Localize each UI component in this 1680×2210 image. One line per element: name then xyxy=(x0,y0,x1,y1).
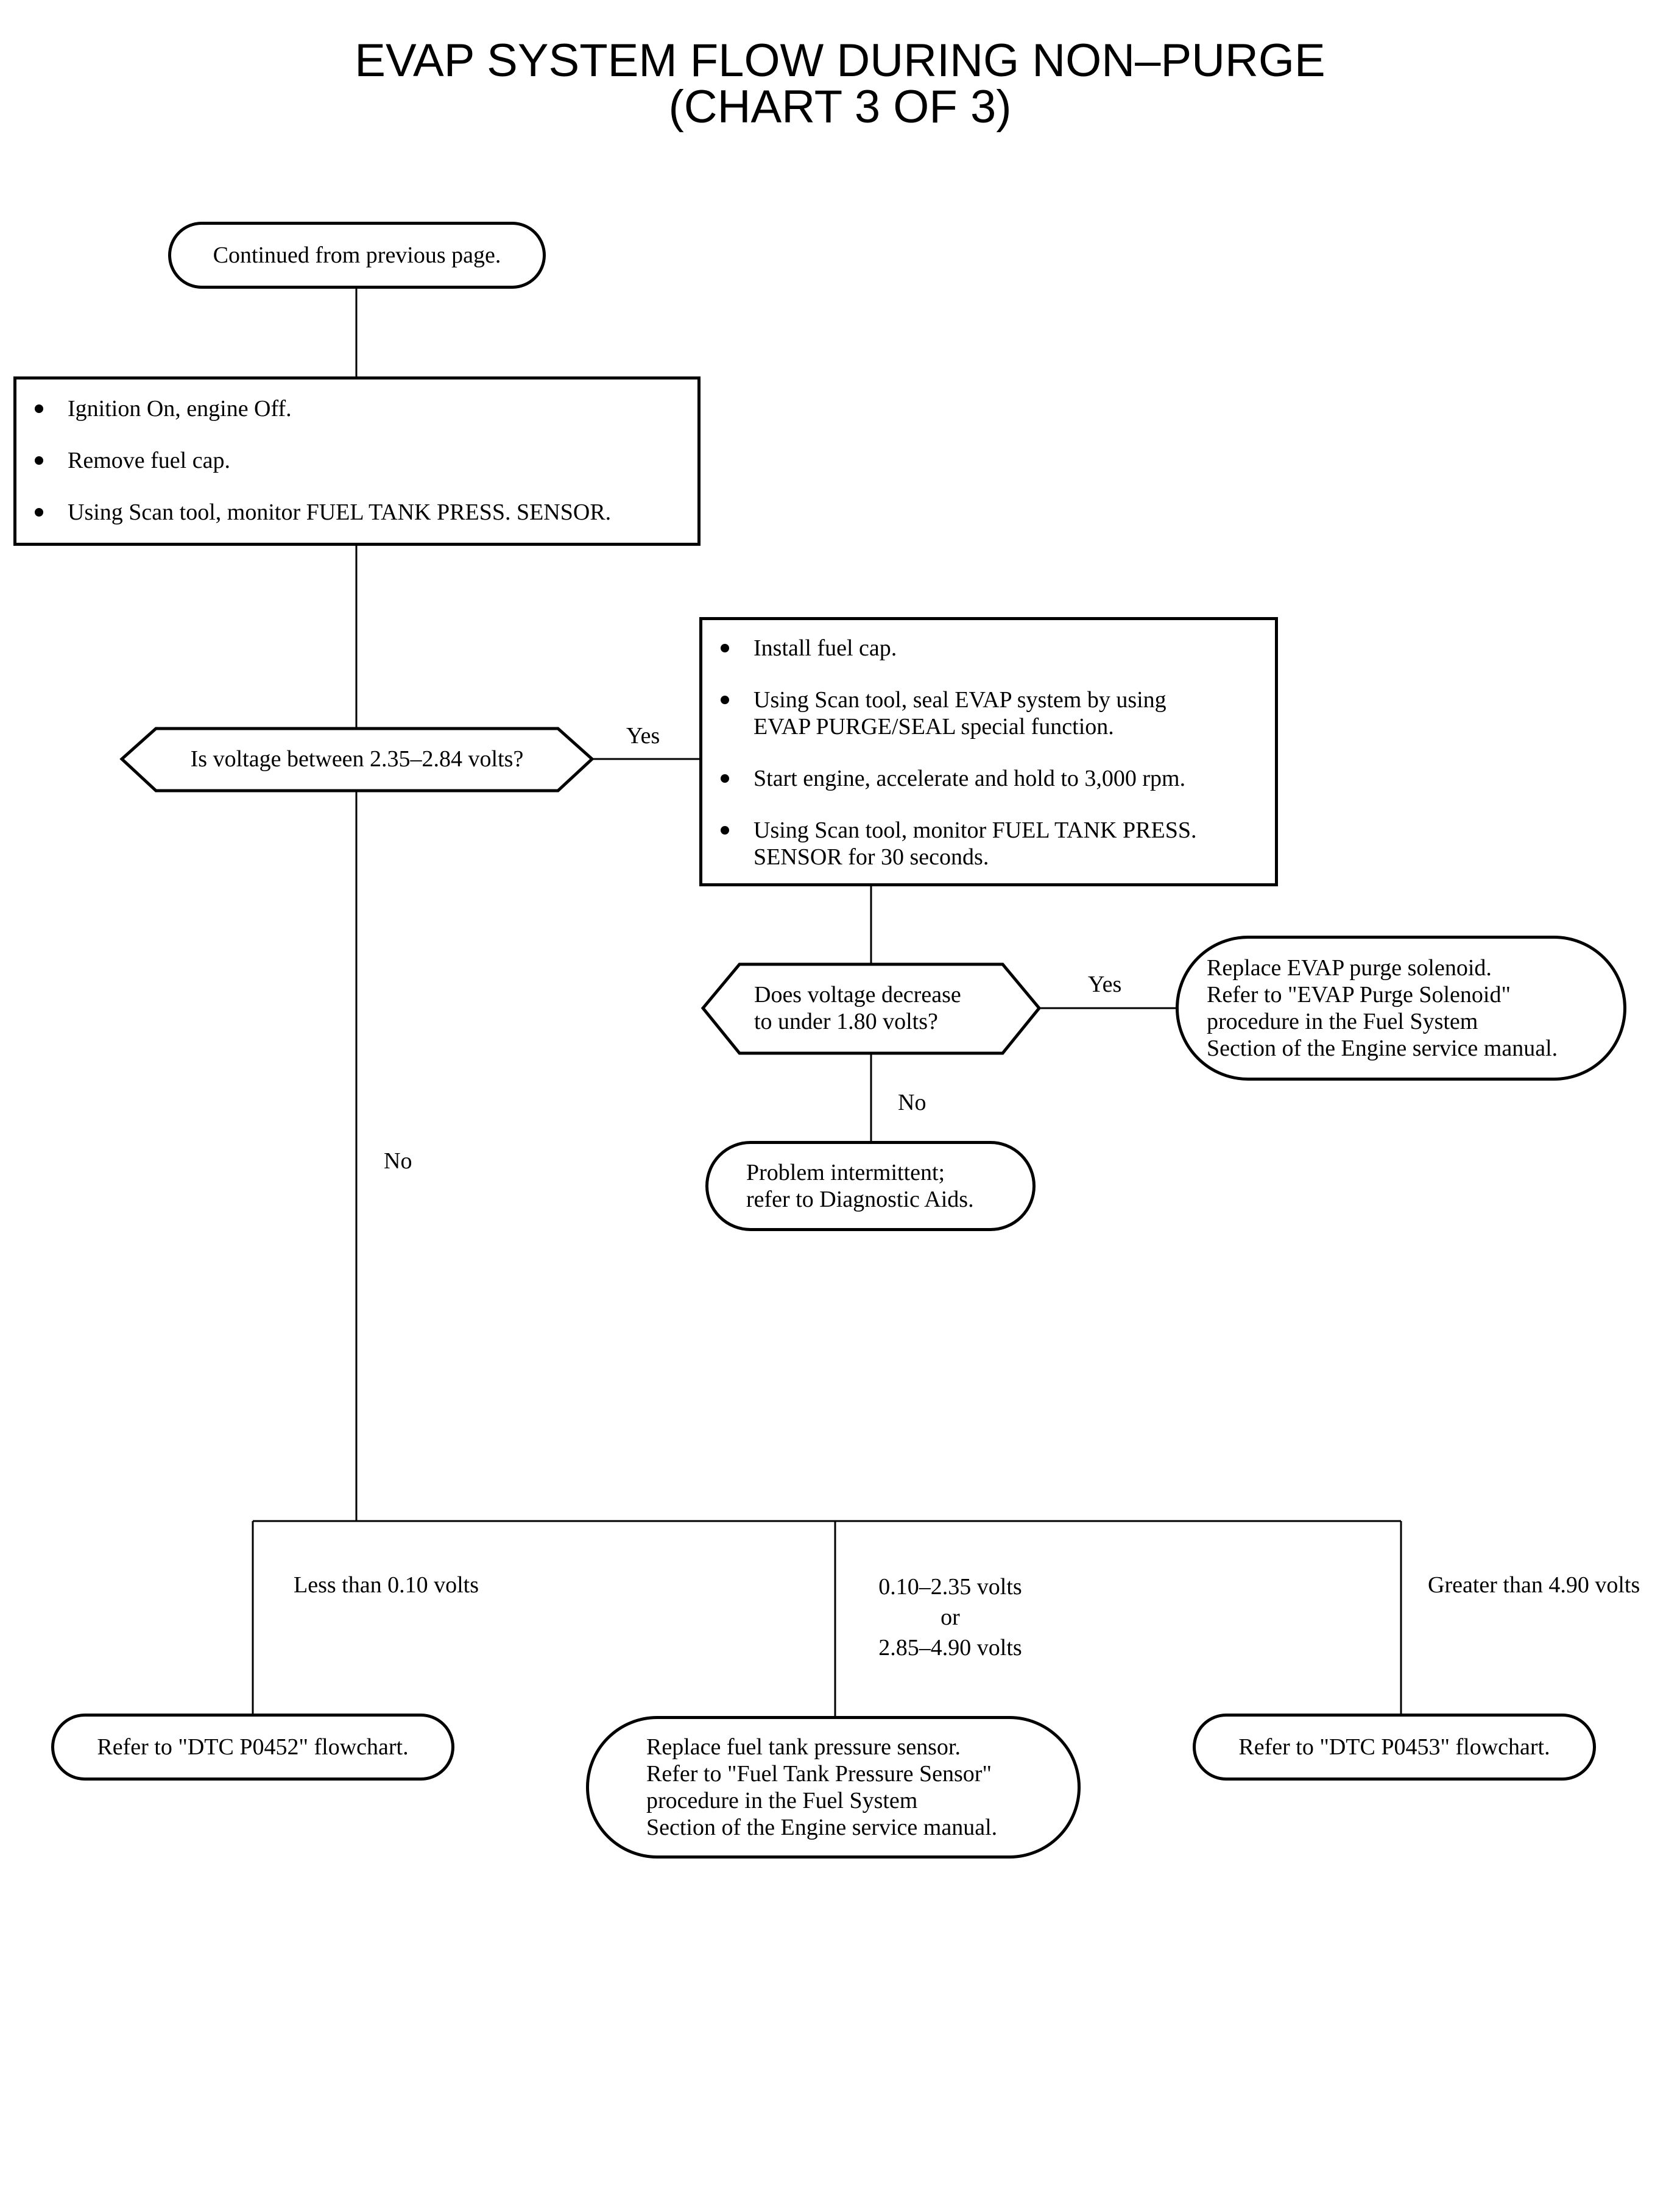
chart-title: EVAP SYSTEM FLOW DURING NON–PURGE xyxy=(355,35,1325,86)
decision1-text: Is voltage between 2.35–2.84 volts? xyxy=(190,746,524,772)
result-purge-line: procedure in the Fuel System xyxy=(1207,1009,1478,1034)
result-purge-line: Replace EVAP purge solenoid. xyxy=(1207,955,1492,981)
step2-item-line: Using Scan tool, seal EVAP system by usi… xyxy=(754,687,1166,713)
decision2-yes-label: Yes xyxy=(1088,972,1122,997)
result-mid-line: Refer to "Fuel Tank Pressure Sensor" xyxy=(646,1761,992,1787)
result-purge-solenoid: Replace EVAP purge solenoid. Refer to "E… xyxy=(1176,936,1626,1081)
start-node: Continued from previous page. xyxy=(168,222,546,289)
branch-mid-label: 0.10–2.35 volts or 2.85–4.90 volts xyxy=(841,1572,1060,1663)
decision2-text: Does voltage decrease to under 1.80 volt… xyxy=(754,981,961,1035)
result-mid-line: Replace fuel tank pressure sensor. xyxy=(646,1734,961,1760)
result-intermittent: Problem intermittent; refer to Diagnosti… xyxy=(705,1141,1036,1231)
result-purge-line: Section of the Engine service manual. xyxy=(1207,1036,1558,1061)
step2-item: Install fuel cap. xyxy=(702,635,1275,662)
branch-mid-line: or xyxy=(941,1605,960,1630)
step2-item: Using Scan tool, seal EVAP system by usi… xyxy=(702,687,1275,740)
step1-item: Using Scan tool, monitor FUEL TANK PRESS… xyxy=(16,499,697,526)
step2-list: Install fuel cap. Using Scan tool, seal … xyxy=(702,635,1275,870)
result-high-text: Refer to "DTC P0453" flowchart. xyxy=(1238,1734,1550,1760)
step2-item: Start engine, accelerate and hold to 3,0… xyxy=(702,765,1275,792)
step2-item-line: SENSOR for 30 seconds. xyxy=(754,844,989,870)
decision2-no-label: No xyxy=(898,1090,926,1115)
step1-list: Ignition On, engine Off. Remove fuel cap… xyxy=(16,395,697,526)
result-mid-line: procedure in the Fuel System xyxy=(646,1788,918,1813)
result-dtc-p0452: Refer to "DTC P0452" flowchart. xyxy=(51,1714,454,1781)
result-intermittent-line: refer to Diagnostic Aids. xyxy=(746,1187,974,1212)
step2-item-line: EVAP PURGE/SEAL special function. xyxy=(754,714,1114,740)
result-replace-sensor: Replace fuel tank pressure sensor. Refer… xyxy=(586,1716,1081,1859)
step1-item: Ignition On, engine Off. xyxy=(16,395,697,422)
step2-item-line: Using Scan tool, monitor FUEL TANK PRESS… xyxy=(754,817,1197,843)
result-intermittent-line: Problem intermittent; xyxy=(746,1160,945,1185)
decision1-shape xyxy=(119,727,595,793)
branch-low-label: Less than 0.10 volts xyxy=(294,1572,479,1598)
step1-item: Remove fuel cap. xyxy=(16,447,697,474)
decision1-no-label: No xyxy=(384,1148,412,1174)
chart-subtitle: (CHART 3 OF 3) xyxy=(668,81,1012,133)
step2-item: Using Scan tool, monitor FUEL TANK PRESS… xyxy=(702,817,1275,870)
decision2-line: Does voltage decrease xyxy=(754,982,961,1008)
step2-item-line: Install fuel cap. xyxy=(754,635,897,661)
start-text: Continued from previous page. xyxy=(213,242,501,268)
step2-box: Install fuel cap. Using Scan tool, seal … xyxy=(699,617,1278,886)
branch-high-label: Greater than 4.90 volts xyxy=(1428,1572,1640,1598)
decision2-shape xyxy=(701,962,1042,1055)
result-low-text: Refer to "DTC P0452" flowchart. xyxy=(97,1734,409,1760)
result-mid-line: Section of the Engine service manual. xyxy=(646,1815,998,1840)
step1-box: Ignition On, engine Off. Remove fuel cap… xyxy=(13,376,701,546)
step2-item-line: Start engine, accelerate and hold to 3,0… xyxy=(754,766,1186,791)
decision1-yes-label: Yes xyxy=(626,723,660,749)
branch-mid-line: 2.85–4.90 volts xyxy=(878,1635,1022,1661)
branch-mid-line: 0.10–2.35 volts xyxy=(878,1574,1022,1600)
result-dtc-p0453: Refer to "DTC P0453" flowchart. xyxy=(1193,1714,1596,1781)
result-purge-line: Refer to "EVAP Purge Solenoid" xyxy=(1207,982,1511,1008)
decision2-line: to under 1.80 volts? xyxy=(754,1009,938,1034)
